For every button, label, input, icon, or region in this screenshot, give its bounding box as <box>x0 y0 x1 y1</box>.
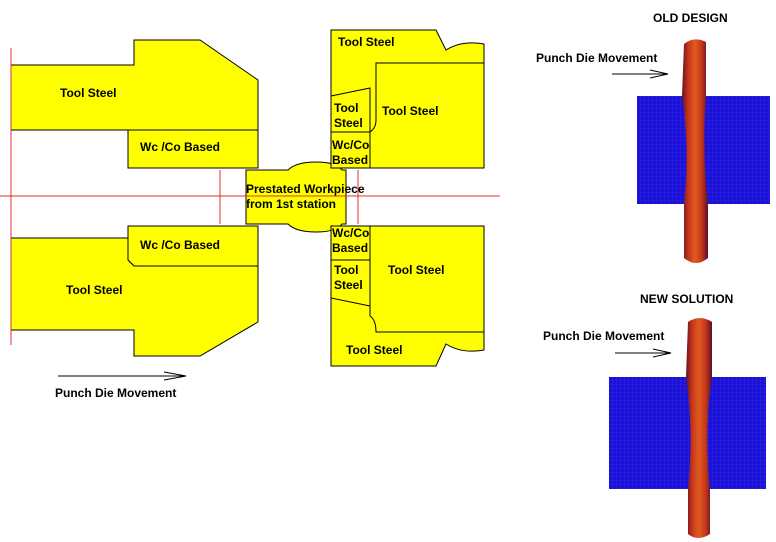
right-lower-carbide-label-2: Based <box>332 241 368 255</box>
centerlines <box>0 48 500 345</box>
right-upper-small-label-2: Steel <box>334 116 363 130</box>
workpiece: Prestated Workpiece from 1st station <box>245 161 365 233</box>
right-die-assembly: Tool Steel Tool Steel Tool Steel Wc/Co B… <box>330 29 485 367</box>
right-upper-carbide-label-1: Wc/Co <box>332 138 369 152</box>
arrow-right-icon <box>58 371 187 381</box>
left-lower-tool-steel-label: Tool Steel <box>66 283 122 297</box>
arrow-right-icon <box>612 69 669 79</box>
right-upper-carbide-label-2: Based <box>332 153 368 167</box>
old-movement-label: Punch Die Movement <box>536 51 657 65</box>
right-upper-outer-label: Tool Steel <box>338 35 394 49</box>
right-lower-small-label-2: Steel <box>334 278 363 292</box>
workpiece-label-line1: Prestated Workpiece <box>246 182 365 196</box>
right-upper-small-label-1: Tool <box>334 101 358 115</box>
left-upper-tool-steel-label: Tool Steel <box>60 86 116 100</box>
right-lower-carbide-label-1: Wc/Co <box>332 226 369 240</box>
right-lower-carbide-insert <box>330 225 371 261</box>
right-lower-inner-label: Tool Steel <box>388 263 444 277</box>
left-die-assembly: Tool Steel Wc /Co Based Wc /Co Based Too… <box>10 39 259 357</box>
right-lower-outer-label: Tool Steel <box>346 343 402 357</box>
diagram-movement-label: Punch Die Movement <box>55 386 176 400</box>
right-lower-small-label-1: Tool <box>334 263 358 277</box>
arrow-right-icon <box>615 348 672 358</box>
right-upper-inner-label: Tool Steel <box>382 104 438 118</box>
new-die-mesh <box>609 377 766 489</box>
right-lower-inner-tool-steel <box>369 225 485 333</box>
left-lower-tool-steel <box>10 237 259 357</box>
old-design-simulation: OLD DESIGN Punch Die Movement <box>536 11 770 263</box>
right-upper-inner-tool-steel <box>369 62 485 169</box>
old-design-title: OLD DESIGN <box>653 11 728 25</box>
new-workpiece-rod <box>686 318 712 538</box>
new-solution-simulation: NEW SOLUTION Punch Die Movement <box>543 292 766 538</box>
left-upper-carbide-label: Wc /Co Based <box>140 140 220 154</box>
workpiece-body <box>245 161 347 233</box>
right-upper-carbide-insert <box>330 131 371 169</box>
old-workpiece-rod <box>682 39 708 263</box>
left-lower-carbide-label: Wc /Co Based <box>140 238 220 252</box>
right-lower-small-tool-steel <box>330 259 371 307</box>
diagram-movement-indicator: Punch Die Movement <box>55 371 187 400</box>
workpiece-label-line2: from 1st station <box>246 197 336 211</box>
new-solution-title: NEW SOLUTION <box>640 292 733 306</box>
new-movement-label: Punch Die Movement <box>543 329 664 343</box>
left-upper-carbide-insert <box>127 129 259 169</box>
